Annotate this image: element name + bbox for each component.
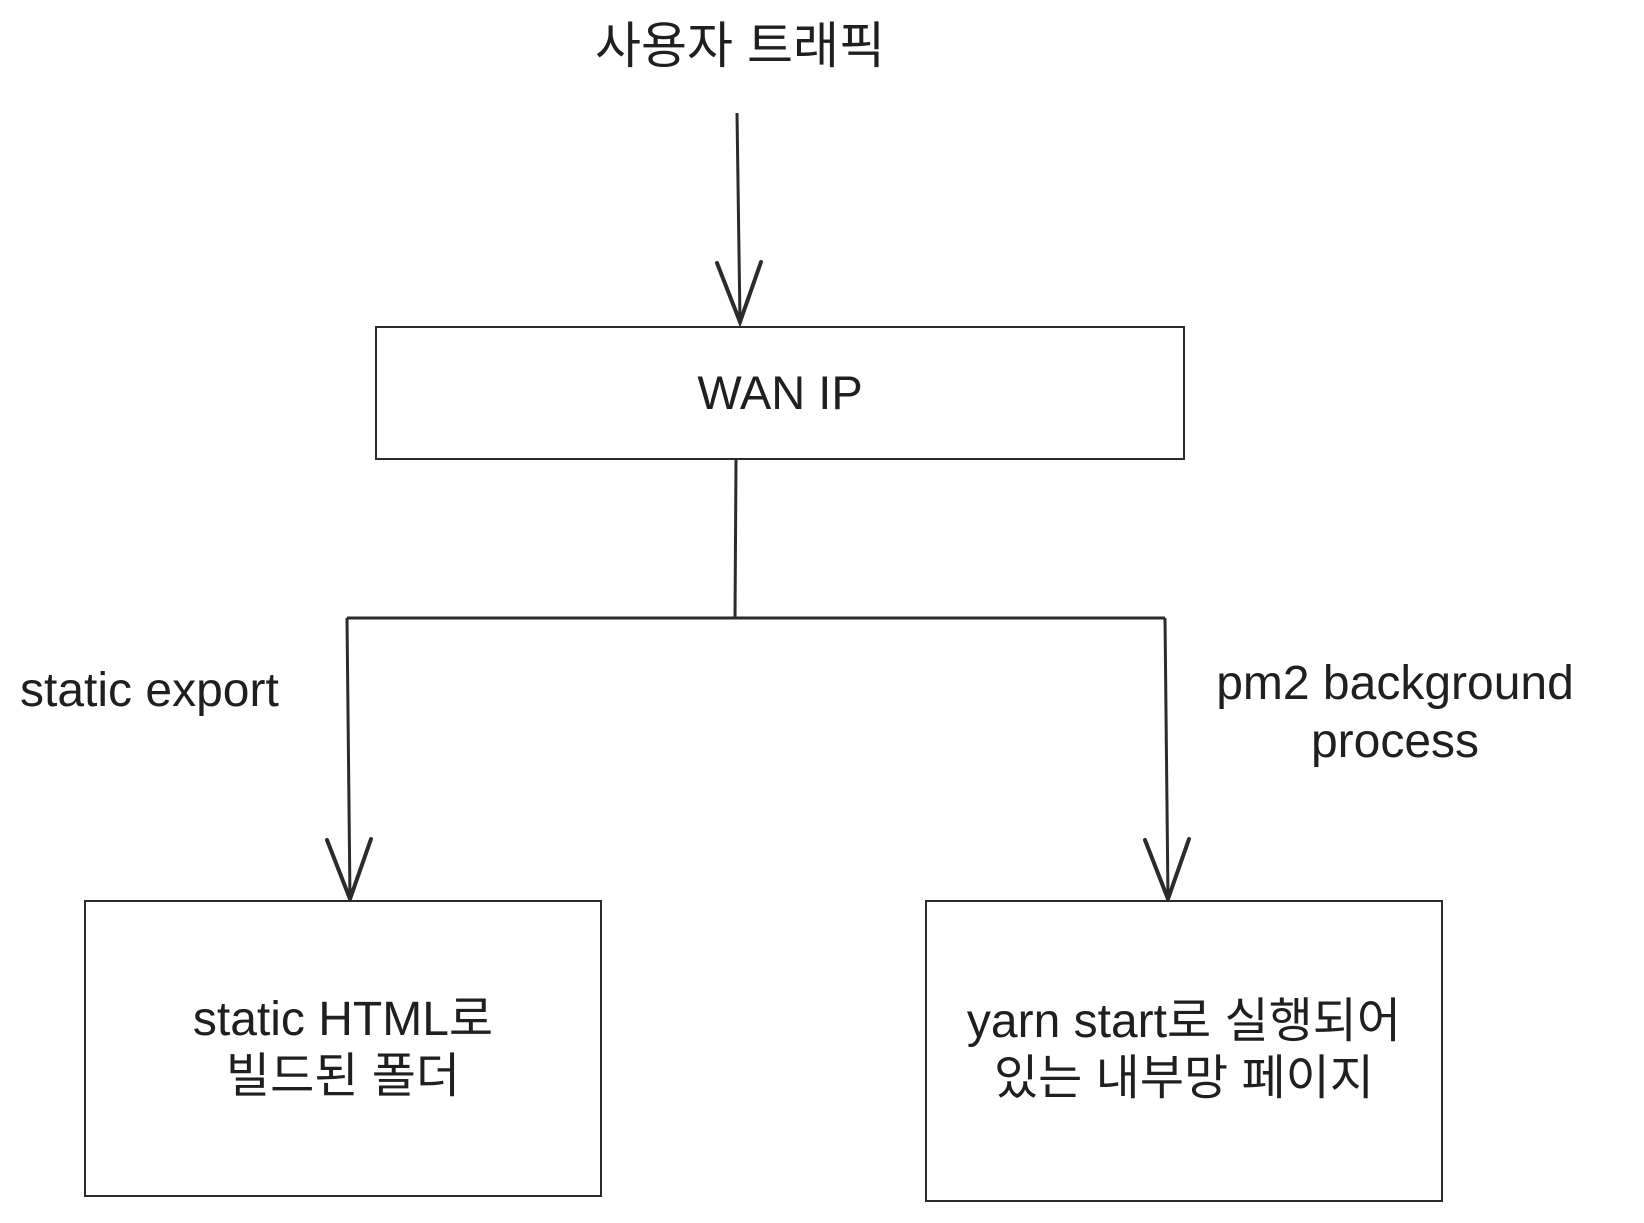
edge-label-static-export: static export (20, 664, 279, 717)
connector-wanip-trunk (347, 459, 1165, 620)
arrow-wanip-to-yarn-page (1143, 617, 1191, 905)
node-yarn-start-internal-page[interactable]: yarn start로 실행되어 있는 내부망 페이지 (925, 900, 1443, 1202)
arrow-wanip-to-static-folder (325, 617, 373, 905)
node-yarn-start-internal-page-label: yarn start로 실행되어 있는 내부망 페이지 (966, 995, 1402, 1105)
edge-label-pm2-background-process: pm2 background process (1216, 657, 1574, 768)
node-static-html-folder[interactable]: static HTML로 빌드된 폴더 (84, 900, 602, 1197)
source-label-user-traffic: 사용자 트래픽 (595, 18, 885, 74)
arrow-traffic-to-wanip (715, 112, 763, 328)
node-static-html-folder-label: static HTML로 빌드된 폴더 (192, 992, 494, 1103)
node-wan-ip[interactable]: WAN IP (375, 326, 1185, 460)
node-wan-ip-label: WAN IP (697, 366, 863, 420)
